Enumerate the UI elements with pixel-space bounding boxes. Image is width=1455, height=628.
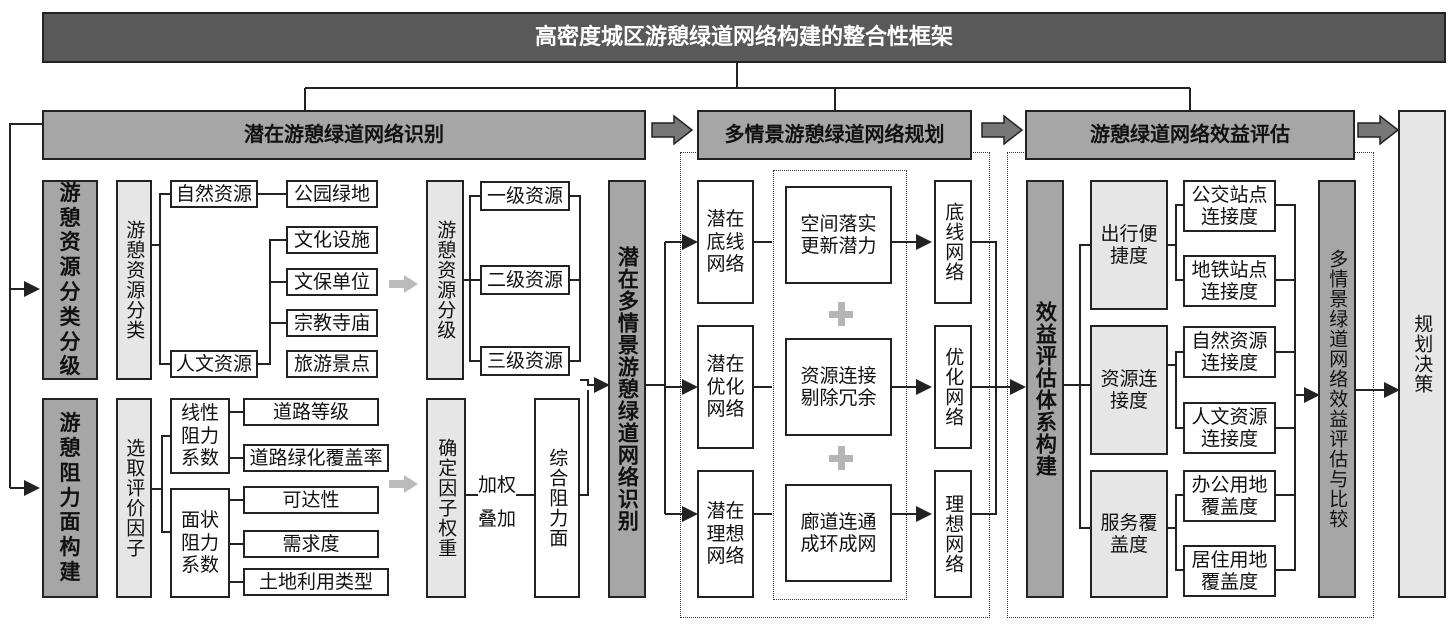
multi-eval-compare: 多情景绿道网络效益评估与比较 [1318,180,1356,598]
overlay-label-b: 叠加 [478,504,517,531]
religious-temples: 宗教寺庙 [286,309,378,337]
overlay-label-a: 加权 [478,470,517,497]
human-resources: 人文资源 [170,350,258,378]
land-use-type: 土地利用类型 [243,568,389,596]
resource-classify-grade: 游憩资源分类分级 [42,180,98,380]
op-resource-connect: 资源连接剔除冗余 [785,338,892,436]
travel-convenience: 出行便捷度 [1090,180,1168,310]
stage-arrow-3 [1357,114,1400,146]
cultural-facilities: 文化设施 [286,226,378,254]
base-network: 底线网络 [934,180,972,304]
residential-coverage: 居住用地覆盖度 [1183,545,1276,597]
tourist-spots: 旅游景点 [286,350,378,378]
park-green: 公园绿地 [286,180,378,208]
metro-station-conn: 地铁站点连接度 [1183,255,1276,307]
grey-arrow-resist [389,475,418,493]
ops-group [773,170,907,600]
grade-2: 二级资源 [480,265,570,295]
header-plan: 多情景游憩绿道网络规划 [697,110,972,160]
grade-1: 一级资源 [480,181,570,211]
road-grade: 道路等级 [243,398,379,426]
grade-3: 三级资源 [480,346,570,376]
bus-stop-conn: 公交站点连接度 [1183,180,1276,232]
planning-decision: 规划决策 [1398,110,1446,598]
header-evaluate: 游憩绿道网络效益评估 [1025,110,1355,160]
potential-network-id: 潜在多情景游憩绿道网络识别 [608,180,646,598]
potential-ideal-net: 潜在理想网络 [697,470,754,598]
linear-resistance: 线性阻力系数 [170,398,230,474]
resource-grading: 游憩资源分级 [426,180,464,380]
select-factors: 选取评价因子 [116,398,152,598]
op-space-update: 空间落实更新潜力 [785,186,892,284]
header-identify: 潜在游憩绿道网络识别 [42,110,646,160]
op-corridor-loop: 廊道连通成环成网 [785,484,892,582]
human-res-conn: 人文资源连接度 [1183,402,1276,454]
resource-classification: 游憩资源分类 [116,180,152,380]
stage-arrow-2 [981,114,1024,146]
area-resistance: 面状阻力系数 [170,488,230,598]
road-green-coverage: 道路绿化覆盖率 [243,444,389,472]
potential-base-net: 潜在底线网络 [697,180,754,304]
accessibility: 可达性 [243,486,379,514]
heritage-units: 文保单位 [286,268,378,296]
plus-icon [829,302,853,326]
ideal-network: 理想网络 [934,470,972,598]
determine-weights: 确定因子权重 [426,398,466,598]
natural-res-conn: 自然资源连接度 [1183,326,1276,378]
composite-resistance: 综合阻力面 [534,398,580,598]
resistance-construct: 游憩阻力面构建 [42,398,98,598]
demand: 需求度 [243,530,379,558]
optimized-network: 优化网络 [934,325,972,449]
resource-connectivity: 资源连接度 [1090,325,1168,455]
grey-arrow-res [389,275,418,293]
natural-resources: 自然资源 [170,180,258,208]
eval-system: 效益评估体系构建 [1026,180,1064,598]
service-coverage: 服务覆盖度 [1090,470,1168,598]
potential-opt-net: 潜在优化网络 [697,325,754,449]
office-coverage: 办公用地覆盖度 [1183,470,1276,522]
plus-icon [829,446,853,470]
stage-arrow-1 [651,114,694,146]
page-title: 高密度城区游憩绿道网络构建的整合性框架 [42,12,1446,63]
